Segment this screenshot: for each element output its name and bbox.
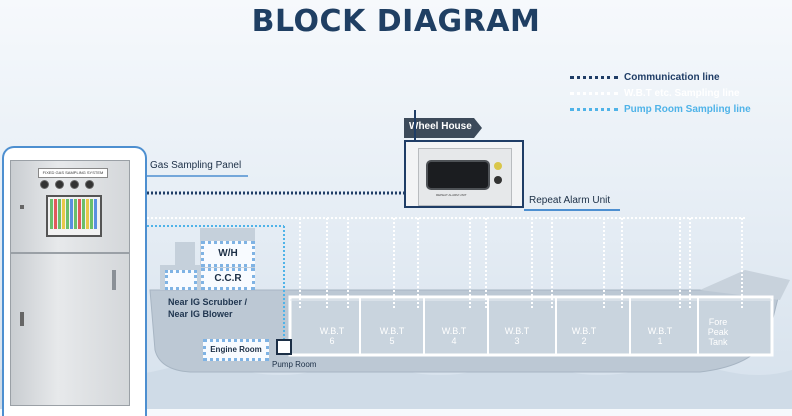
ccr-box: C.C.R bbox=[201, 268, 255, 290]
knob-icon bbox=[70, 180, 79, 189]
alarm-unit-text: REPEAT ALARM UNIT bbox=[436, 193, 467, 197]
tank-name: W.B.T bbox=[571, 326, 597, 336]
tank-number: 4 bbox=[451, 336, 457, 346]
tank-name: Fore bbox=[708, 317, 728, 327]
tank-name: W.B.T bbox=[647, 326, 673, 336]
gas-sampling-panel-label: Gas Sampling Panel bbox=[150, 160, 242, 171]
ship-bow bbox=[700, 270, 790, 300]
wheel-house-label: Wheel House bbox=[409, 121, 472, 132]
display-bars bbox=[48, 197, 100, 231]
tank-name: Tank bbox=[708, 337, 728, 347]
tank-wbt-1: W.B.T 1 bbox=[640, 326, 680, 346]
cabinet-latch bbox=[20, 205, 24, 209]
legend-label: Pump Room Sampling line bbox=[624, 103, 751, 115]
knob-icon bbox=[55, 180, 64, 189]
tank-name: W.B.T bbox=[504, 326, 530, 336]
ig-scrubber-label: Near IG Scrubber / bbox=[168, 297, 248, 307]
tank-name: W.B.T bbox=[319, 326, 345, 336]
wheel-house-box: W/H bbox=[201, 241, 255, 267]
alarm-lamp-icon bbox=[494, 162, 502, 170]
alarm-button-icon bbox=[494, 176, 502, 184]
legend-label: Communication line bbox=[624, 71, 720, 83]
tank-wbt-4: W.B.T 4 bbox=[434, 326, 474, 346]
tank-number: 5 bbox=[389, 336, 395, 346]
tank-number: 6 bbox=[329, 336, 335, 346]
engine-room-box: Engine Room bbox=[203, 339, 269, 361]
cabinet-handle bbox=[20, 312, 24, 326]
ig-scrubber-box bbox=[165, 270, 197, 290]
pump-room-sampling-line bbox=[147, 225, 285, 340]
wheel-house-post bbox=[414, 110, 416, 140]
wheel-house-tag bbox=[404, 118, 482, 138]
repeat-alarm-underline bbox=[524, 209, 620, 211]
knob-icon bbox=[85, 180, 94, 189]
cabinet-divider bbox=[10, 252, 130, 254]
tank-wbt-6: W.B.T 6 bbox=[312, 326, 352, 346]
wbt-line-swatch bbox=[570, 91, 618, 95]
legend: Communication line W.B.T etc. Sampling l… bbox=[570, 69, 751, 117]
tank-wbt-3: W.B.T 3 bbox=[497, 326, 537, 346]
funnel bbox=[175, 242, 195, 266]
tank-wbt-2: W.B.T 2 bbox=[564, 326, 604, 346]
ig-blower-label: Near IG Blower bbox=[168, 309, 233, 319]
repeat-alarm-label: Repeat Alarm Unit bbox=[529, 195, 611, 206]
repeat-alarm-screen bbox=[426, 160, 490, 190]
page-title: BLOCK DIAGRAM bbox=[251, 4, 541, 39]
pump-room-label: Pump Room bbox=[272, 360, 317, 369]
cabinet-knobs bbox=[40, 180, 94, 189]
pump-line-swatch bbox=[570, 107, 618, 111]
legend-item-communication: Communication line bbox=[570, 69, 751, 85]
cabinet-nameplate: FIXED GAS SAMPLING SYSTEM bbox=[38, 168, 108, 178]
tank-name: W.B.T bbox=[441, 326, 467, 336]
tank-wbt-5: W.B.T 5 bbox=[372, 326, 412, 346]
legend-item-wbt: W.B.T etc. Sampling line bbox=[570, 85, 751, 101]
knob-icon bbox=[40, 180, 49, 189]
legend-item-pump-room: Pump Room Sampling line bbox=[570, 101, 751, 117]
tank-name: W.B.T bbox=[379, 326, 405, 336]
cabinet-handle-right bbox=[112, 270, 116, 290]
tank-number: 2 bbox=[581, 336, 587, 346]
fore-peak-tank: Fore Peak Tank bbox=[702, 317, 734, 347]
communication-line-swatch bbox=[570, 75, 618, 79]
pump-room-box bbox=[276, 339, 292, 355]
cabinet-display bbox=[46, 195, 102, 237]
tank-number: 1 bbox=[657, 336, 663, 346]
tank-number: 3 bbox=[514, 336, 520, 346]
tank-name: Peak bbox=[707, 327, 729, 337]
wbt-sampling-line bbox=[147, 217, 745, 310]
legend-label: W.B.T etc. Sampling line bbox=[624, 87, 740, 99]
water-waves bbox=[0, 365, 792, 409]
